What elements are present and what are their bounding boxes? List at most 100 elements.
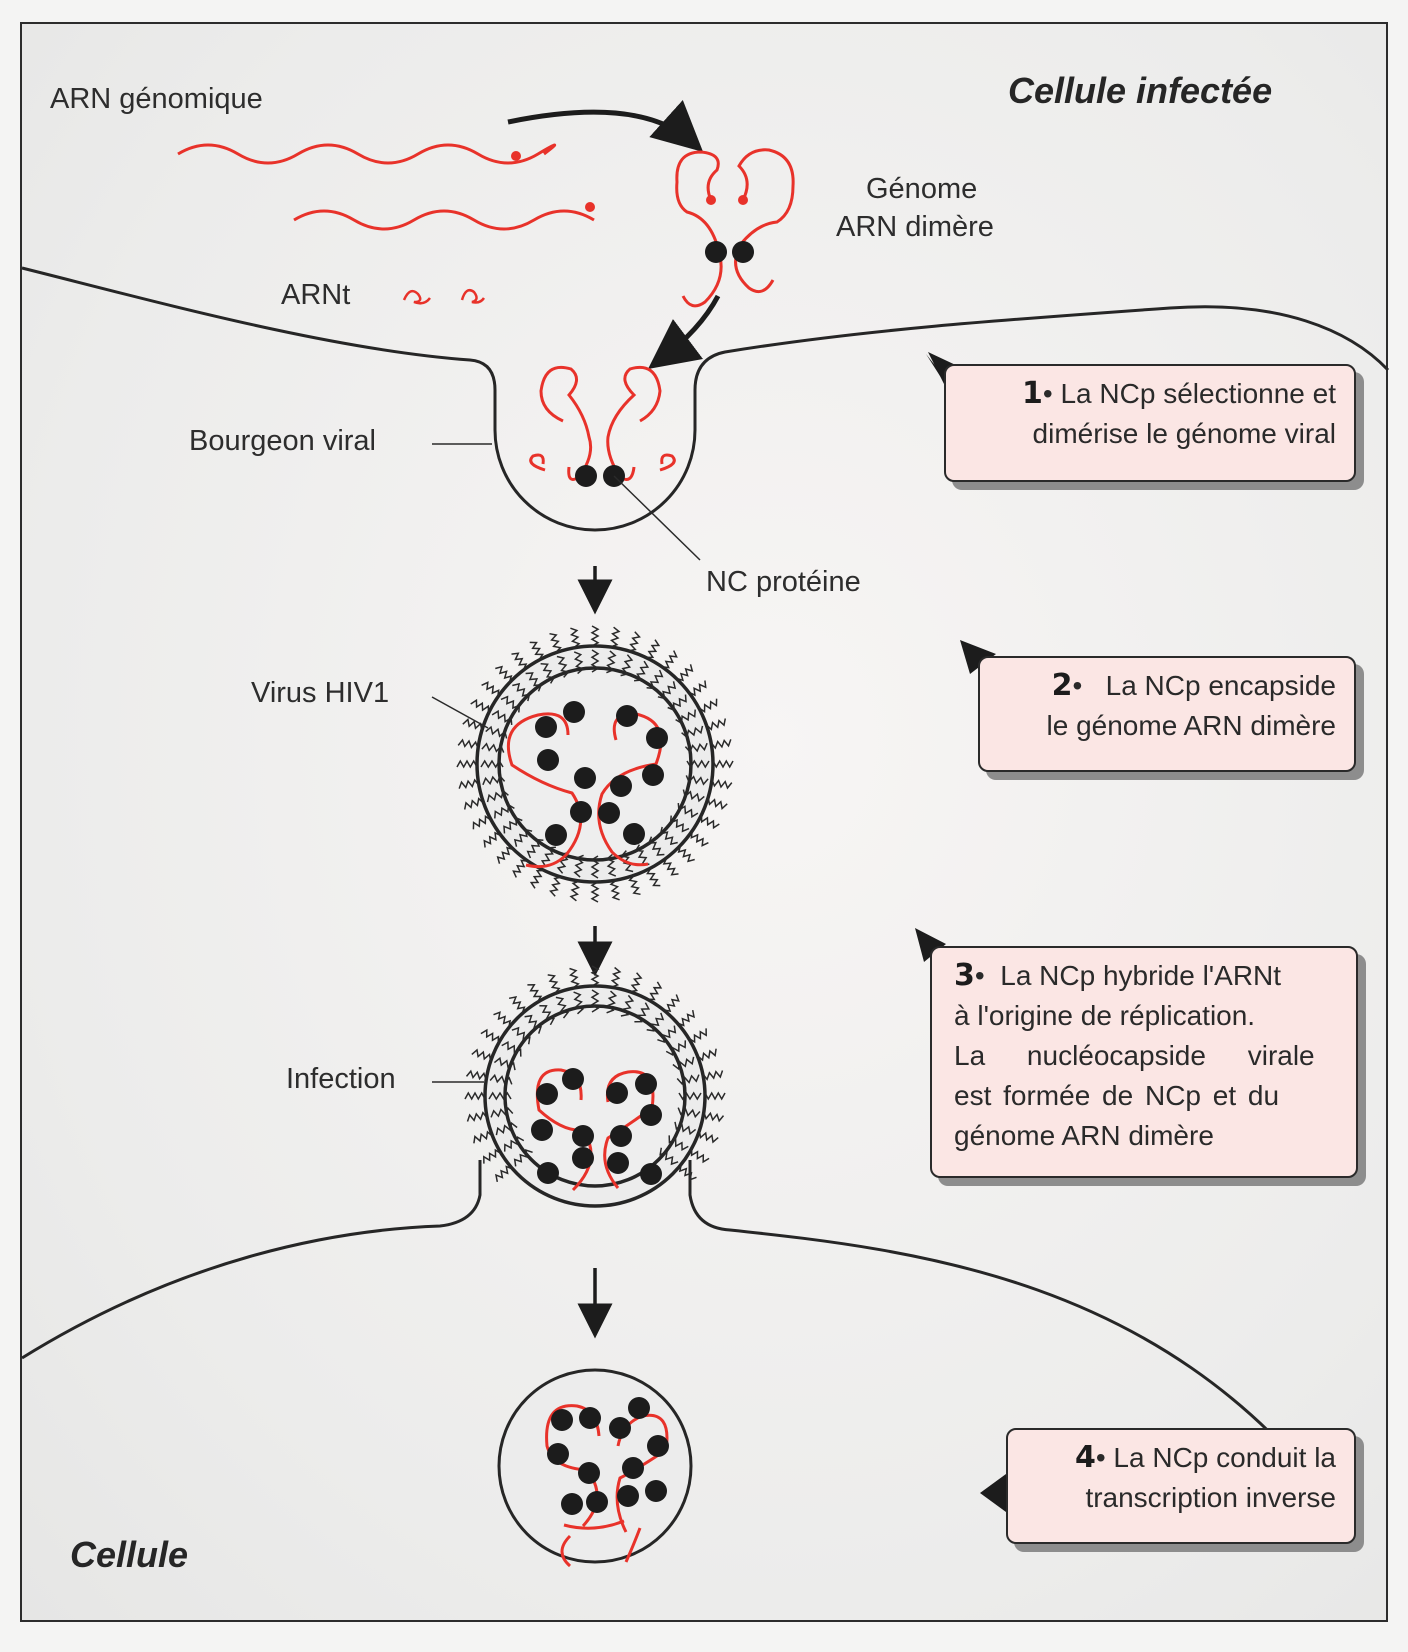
- envelope-spike: [493, 1011, 512, 1028]
- envelope-spike: [569, 627, 581, 649]
- envelope-spike: [610, 966, 622, 988]
- envelope-spike: [700, 814, 720, 830]
- envelope-spike: [646, 867, 661, 887]
- envelope-spike-inner: [503, 816, 523, 834]
- envelope-spike-inner: [659, 1147, 679, 1166]
- envelope-spike-inner: [540, 846, 556, 868]
- envelope-spike: [662, 857, 679, 876]
- envelope-spike: [609, 626, 621, 648]
- envelope-spike-inner: [490, 1106, 514, 1118]
- envelope-spike-inner: [489, 1073, 513, 1085]
- envelope-spike: [457, 738, 479, 750]
- envelope-spike-inner: [620, 994, 635, 1017]
- cell-title: Cellule: [70, 1534, 189, 1575]
- step-3-line-2: à l'origine de réplication.: [954, 1000, 1256, 1031]
- envelope-spike: [508, 996, 526, 1014]
- envelope-spike: [704, 1091, 726, 1101]
- envelope-spike: [677, 1009, 695, 1027]
- step-1-line-1: La NCp sélectionne et: [1060, 378, 1336, 409]
- envelope-spike: [645, 639, 661, 659]
- envelope-spike-inner: [482, 774, 506, 786]
- envelope-spike: [471, 1048, 492, 1062]
- envelope-spike: [690, 1148, 710, 1164]
- envelope-spike-inner: [573, 854, 584, 878]
- envelope-spike-inner: [485, 725, 508, 739]
- step-4-sep: •: [1095, 1442, 1106, 1473]
- step-1-number: 1: [1022, 376, 1043, 411]
- envelope-spike: [677, 845, 695, 863]
- envelope-spike-inner: [634, 1002, 651, 1023]
- envelope-spike-inner: [685, 775, 709, 786]
- target-cell-membrane: [21, 1160, 1332, 1501]
- envelope-spike: [472, 815, 492, 830]
- envelope-spike-inner: [682, 789, 705, 803]
- diagram-frame: [20, 22, 1388, 1622]
- envelope-spike-inner: [677, 1107, 701, 1119]
- genomic-rna-label: ARN génomique: [50, 83, 263, 115]
- envelope-spike: [458, 778, 480, 790]
- envelope-spike: [549, 632, 562, 654]
- envelope-spike: [703, 1111, 725, 1123]
- envelope-spike-inner: [684, 742, 708, 754]
- envelope-spike: [465, 1069, 487, 1081]
- envelope-spike-inner: [620, 654, 634, 677]
- envelope-spike-inner: [686, 759, 710, 769]
- envelope-spike-inner: [512, 682, 531, 702]
- nc-protein-dots-core: [547, 1397, 669, 1515]
- step-2-sep: •: [1072, 670, 1083, 701]
- envelope-spike: [547, 974, 561, 995]
- envelope-spike: [688, 680, 707, 697]
- step-4-line-1: La NCp conduit la: [1113, 1442, 1336, 1473]
- envelope-spike-inner: [481, 742, 505, 753]
- envelope-spike-inner: [669, 815, 690, 833]
- envelope-spike: [702, 1070, 724, 1081]
- envelope-spike: [696, 1048, 717, 1062]
- envelope-spike: [647, 981, 663, 1001]
- nc-protein-dots-bud: [575, 465, 625, 487]
- envelope-spike: [463, 797, 485, 810]
- virus-label: Virus HIV1: [251, 677, 390, 709]
- nc-protein-dots-dimer: [705, 241, 754, 263]
- viral-bud-label: Bourgeon viral: [189, 425, 376, 457]
- envelope-spike: [569, 967, 580, 989]
- envelope-spike-inner: [480, 759, 504, 769]
- envelope-spike-inner: [659, 826, 678, 846]
- step-1-line-2: dimérise le génome viral: [1032, 418, 1336, 449]
- envelope-spike: [590, 965, 600, 987]
- envelope-spike-inner: [511, 1026, 531, 1045]
- envelope-spike-inner: [590, 989, 600, 1013]
- envelope-spike-inner: [590, 649, 600, 673]
- envelope-spike-inner: [540, 663, 556, 684]
- envelope-spike-inner: [606, 990, 618, 1014]
- step-3-line-3: La nucléocapside virale: [954, 1040, 1315, 1071]
- envelope-spike-inner: [605, 853, 617, 877]
- step-3-line-5: génome ARN dimère: [954, 1120, 1214, 1151]
- envelope-spike-inner: [495, 1121, 518, 1136]
- virus-leader: [431, 696, 489, 729]
- trna-label: ARNt: [281, 279, 351, 311]
- trna-glyphs: [402, 289, 486, 305]
- envelope-spike: [628, 631, 641, 652]
- nc-protein-dots-infection: [531, 1068, 662, 1185]
- envelope-spike: [466, 1111, 488, 1122]
- dimer-genome-label-line1: Génome: [866, 173, 978, 205]
- step-2-line-2: le génome ARN dimère: [1046, 710, 1336, 741]
- nc-protein-leader: [613, 475, 701, 561]
- step-4-line-2: transcription inverse: [1085, 1482, 1336, 1513]
- envelope-spike: [663, 994, 680, 1013]
- virus-envelope-spikes: [456, 625, 734, 903]
- envelope-spike-inner: [526, 838, 544, 859]
- envelope-spike: [529, 641, 544, 661]
- envelope-spike: [590, 625, 600, 647]
- envelope-spike: [511, 652, 528, 671]
- envelope-spike: [712, 759, 734, 769]
- envelope-spike-inner: [657, 681, 677, 700]
- envelope-spike-inner: [668, 1135, 689, 1152]
- envelope-spike-inner: [657, 1025, 677, 1043]
- envelope-spike: [483, 1148, 502, 1164]
- envelope-spike-inner: [665, 1040, 687, 1057]
- envelope-spike: [464, 1091, 486, 1101]
- envelope-spike-inner: [606, 650, 617, 674]
- envelope-spike: [629, 972, 643, 993]
